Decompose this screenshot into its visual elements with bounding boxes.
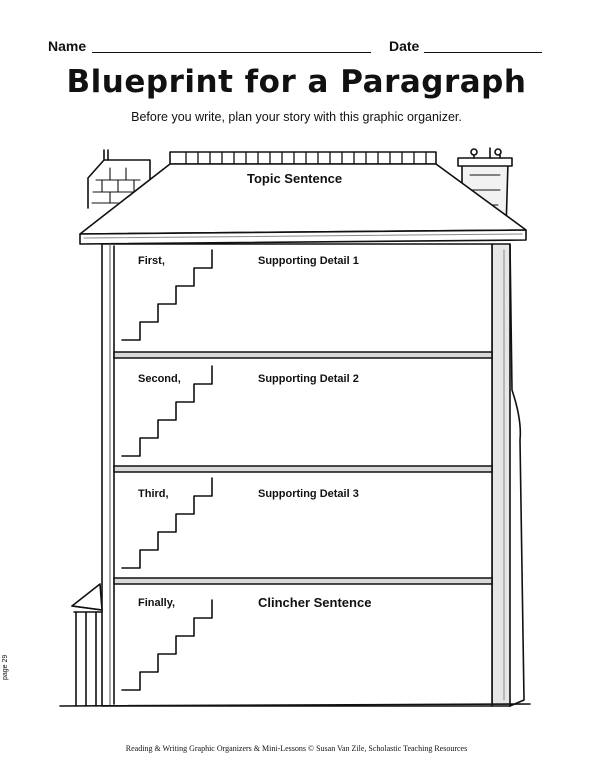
name-label: Name (48, 38, 87, 54)
floor-1-transition: First, (138, 255, 165, 267)
topic-sentence-label: Topic Sentence (247, 171, 343, 186)
supporting-detail-1-area[interactable] (220, 272, 485, 348)
footer-credit: Reading & Writing Graphic Organizers & M… (125, 744, 468, 753)
floor-4-transition: Finally, (138, 597, 176, 609)
floor-4-heading: Clincher Sentence (258, 595, 372, 610)
floor-3-transition: Third, (138, 488, 169, 500)
page-title: Blueprint for a Paragraph (66, 64, 527, 100)
page-subtitle: Before you write, plan your story with t… (131, 110, 462, 124)
floor-3-heading: Supporting Detail 3 (258, 488, 359, 500)
floor-2-transition: Second, (138, 373, 181, 385)
floor-1-heading: Supporting Detail 1 (258, 255, 359, 267)
topic-sentence-area[interactable] (230, 190, 410, 226)
supporting-detail-2-area[interactable] (220, 390, 485, 462)
date-field[interactable] (424, 52, 542, 53)
floor-2-heading: Supporting Detail 2 (258, 373, 359, 385)
page-number: page 29 (2, 654, 9, 680)
supporting-detail-3-area[interactable] (220, 505, 485, 575)
clincher-sentence-area[interactable] (220, 615, 485, 701)
date-label: Date (389, 38, 420, 54)
name-field[interactable] (92, 52, 371, 53)
